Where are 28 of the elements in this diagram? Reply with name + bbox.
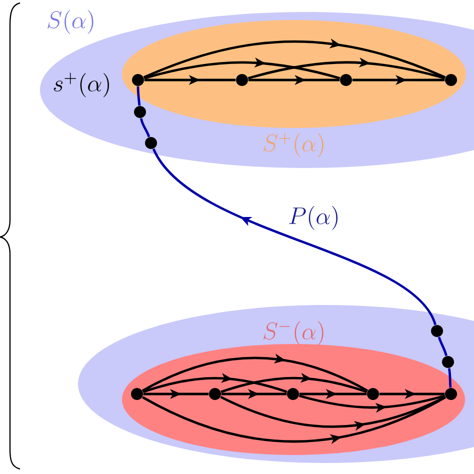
vertex-dot [445, 74, 458, 86]
vertex-dot [287, 388, 300, 400]
arrow [248, 57, 446, 80]
vertex-label: $s^{+}(\alpha)$ [54, 72, 109, 98]
line [136, 86, 141, 106]
vertex-dot [145, 137, 157, 149]
vertex-dot [131, 388, 143, 400]
arrow [220, 372, 368, 394]
arrow [143, 38, 446, 78]
arrow [152, 148, 436, 326]
vertex-dot [209, 388, 221, 400]
line [140, 118, 150, 138]
vertex-dot [236, 74, 248, 86]
region-label: $S(\alpha)$ [48, 10, 94, 34]
region-label: $S^{-}(\alpha)$ [264, 321, 324, 346]
vertex-dot [431, 325, 444, 337]
arrow [144, 58, 340, 80]
vertex-dot [442, 356, 454, 368]
vertex-dot [445, 388, 458, 400]
arrow [142, 354, 368, 392]
line [448, 368, 452, 388]
vertex-dot [134, 106, 146, 118]
edge-label: $P(\alpha)$ [286, 204, 342, 232]
region-label: $S^{+}(\alpha)$ [264, 132, 324, 158]
vertex-dot [340, 74, 352, 86]
line [438, 336, 448, 356]
vertex-dot [367, 388, 379, 400]
arrow [142, 373, 288, 394]
